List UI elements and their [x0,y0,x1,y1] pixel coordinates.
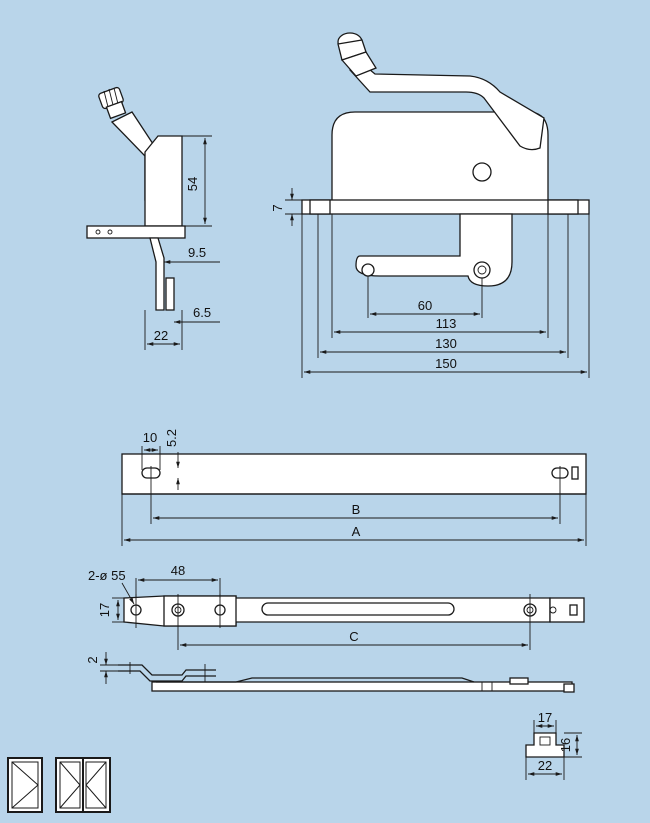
dim-17-section: 17 [538,710,552,725]
dim-6-5: 6.5 [193,305,211,320]
dim-22-side: 22 [154,328,168,343]
double-casement-window-icon [55,757,111,813]
plate-view: 2-ø 55 48 17 C [88,563,585,650]
linkage-arm [355,213,513,287]
dim-130: 130 [435,336,457,351]
dim-150: 150 [435,356,457,371]
dim-a: A [352,524,361,539]
section-view: 17 16 22 [525,710,582,780]
dim-b: B [352,502,361,517]
arm-profile [118,664,216,676]
dim-113: 113 [436,316,457,331]
bar-view: 10 5.2 B A [121,429,587,546]
single-casement-window-icon [7,757,43,813]
dim-17-plate: 17 [97,603,112,617]
crank-handle [349,59,545,151]
dim-7: 7 [270,204,285,211]
front-view: 7 60 113 130 150 [270,32,590,378]
dim-60: 60 [418,298,432,313]
dim-c: C [349,629,358,644]
housing [144,135,183,227]
side-view: 54 9.5 6.5 22 [86,86,220,350]
mounting-plate [86,225,186,239]
connecting-bar [121,453,587,495]
flange [301,199,590,215]
dim-9-5: 9.5 [188,245,206,260]
dim-5-2: 5.2 [164,429,179,447]
track-profile [151,681,573,692]
knurled-knob [98,86,127,120]
dim-54: 54 [185,177,200,191]
dim-22-section: 22 [538,758,552,773]
profile-view: 2 [85,652,575,693]
lever [149,237,165,311]
dim-10: 10 [143,430,157,445]
dim-holes: 2-ø 55 [88,568,126,583]
dim-2: 2 [85,656,100,663]
dim-48: 48 [171,563,185,578]
dim-16: 16 [558,738,573,752]
pivot-hole [472,162,492,182]
